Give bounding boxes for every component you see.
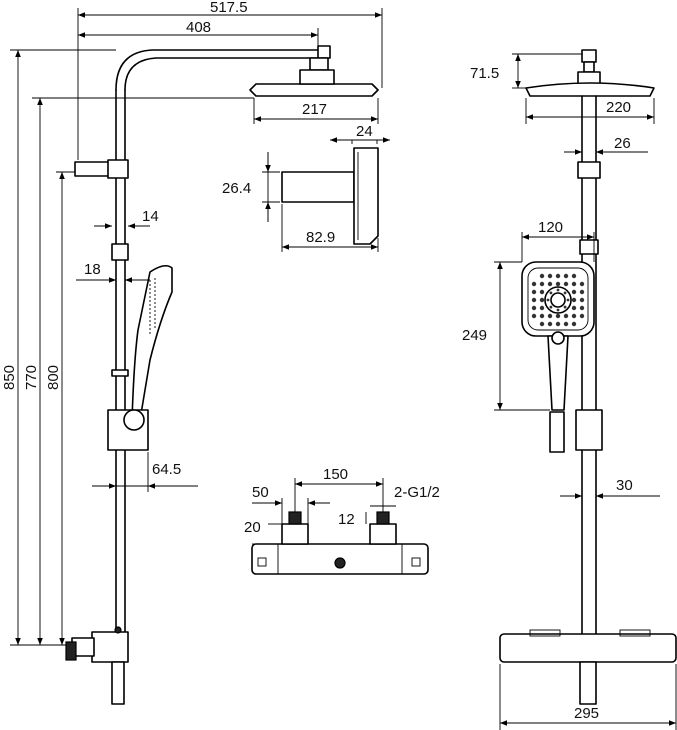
nozzle-dot bbox=[579, 313, 585, 319]
valve-indicator bbox=[334, 557, 346, 569]
nozzle-dot bbox=[563, 273, 569, 279]
dim-holder-depth: 82.9 bbox=[306, 229, 335, 246]
nozzle-pattern bbox=[531, 273, 585, 327]
nozzle-dot bbox=[571, 273, 577, 279]
dim-pipe-diameter: 26 bbox=[614, 135, 631, 152]
nozzle-dot bbox=[531, 281, 537, 287]
nozzle-dot bbox=[579, 305, 585, 311]
dim-holder-height: 26.4 bbox=[222, 180, 251, 197]
nozzle-dot bbox=[547, 321, 553, 327]
nozzle-dot bbox=[531, 297, 537, 303]
dim-thread-length: 12 bbox=[338, 511, 355, 528]
nozzle-dot-inner bbox=[563, 291, 567, 295]
dim-pipe-lower: 30 bbox=[616, 477, 633, 494]
nozzle-dot-inner bbox=[566, 298, 570, 302]
nozzle-dot bbox=[571, 305, 577, 311]
valve-side bbox=[91, 631, 129, 663]
head-connector bbox=[309, 57, 329, 71]
nozzle-dot bbox=[571, 281, 577, 287]
nozzle-dot bbox=[563, 313, 569, 319]
nozzle-dot bbox=[547, 281, 553, 287]
thermostat-valve-view bbox=[251, 511, 429, 575]
dim-hose-offset: 18 bbox=[84, 261, 101, 278]
nozzle-dot bbox=[531, 289, 537, 295]
holder-detail bbox=[281, 147, 379, 245]
nozzle-dot bbox=[539, 297, 545, 303]
nozzle-dot bbox=[539, 273, 545, 279]
nozzle-dot bbox=[539, 321, 545, 327]
nozzle-dot bbox=[571, 313, 577, 319]
nozzle-dot-inner bbox=[546, 298, 550, 302]
dim-head-diameter-front: 220 bbox=[606, 99, 631, 116]
nozzle-dot bbox=[571, 289, 577, 295]
nozzle-dot bbox=[555, 273, 561, 279]
nozzle-dot bbox=[563, 321, 569, 327]
hand-shower-handle bbox=[547, 335, 569, 411]
nozzle-dot bbox=[555, 281, 561, 287]
nozzle-dot bbox=[547, 313, 553, 319]
front-view bbox=[499, 49, 677, 705]
nozzle-dot-inner bbox=[563, 305, 567, 309]
dim-handshower-length: 249 bbox=[462, 327, 487, 344]
front-clamp bbox=[577, 161, 601, 179]
shower-head-side bbox=[249, 83, 379, 97]
side-view bbox=[65, 45, 379, 705]
nozzle-dot bbox=[579, 297, 585, 303]
nozzle-dot bbox=[579, 281, 585, 287]
nozzle-dot-inner bbox=[549, 305, 553, 309]
hand-shower-side bbox=[131, 264, 173, 421]
dim-overall-width: 517.5 bbox=[210, 0, 248, 16]
nozzle-dot bbox=[539, 313, 545, 319]
dim-inlet-depth: 20 bbox=[244, 519, 261, 536]
valve-front bbox=[499, 633, 677, 663]
dim-total-height: 850 bbox=[1, 365, 18, 390]
dim-arm-length: 408 bbox=[186, 19, 211, 36]
dim-slider-width: 14 bbox=[142, 208, 159, 225]
side-dimensions: 517.5 408 217 24 26.4 82.9 bbox=[1, 0, 390, 646]
dim-arm-drop: 24 bbox=[356, 123, 373, 140]
dim-height-770: 770 bbox=[23, 365, 40, 390]
nozzle-dot-inner bbox=[556, 288, 560, 292]
nozzle-dot bbox=[531, 305, 537, 311]
nozzle-dot bbox=[547, 273, 553, 279]
nozzle-dot-inner bbox=[556, 308, 560, 312]
nozzle-dot bbox=[563, 281, 569, 287]
dim-inlet-height: 50 bbox=[252, 484, 269, 501]
dim-inlet-spacing: 150 bbox=[323, 466, 348, 483]
front-holder bbox=[575, 409, 603, 451]
dim-head-height: 71.5 bbox=[470, 65, 499, 82]
dim-thread: 2-G1/2 bbox=[394, 484, 440, 501]
nozzle-dot bbox=[579, 289, 585, 295]
nozzle-dot bbox=[571, 321, 577, 327]
dim-valve-width: 295 bbox=[574, 705, 599, 722]
nozzle-dot bbox=[555, 313, 561, 319]
nozzle-dot-inner bbox=[549, 291, 553, 295]
nozzle-dot bbox=[531, 313, 537, 319]
slider-top bbox=[111, 243, 129, 261]
dim-height-800: 800 bbox=[45, 365, 62, 390]
valve-dimensions: 150 50 2-G1/2 20 12 bbox=[244, 466, 440, 545]
nozzle-dot bbox=[539, 289, 545, 295]
nozzle-dot bbox=[555, 321, 561, 327]
nozzle-dot bbox=[571, 297, 577, 303]
nozzle-dot bbox=[539, 281, 545, 287]
dim-handshower-width: 120 bbox=[538, 219, 563, 236]
dim-head-diameter-side: 217 bbox=[302, 101, 327, 118]
front-dimensions: 71.5 220 26 120 249 30 295 bbox=[462, 53, 677, 730]
dim-handle-offset: 64.5 bbox=[152, 461, 181, 478]
shower-head-front bbox=[525, 82, 655, 97]
nozzle-dot bbox=[539, 305, 545, 311]
